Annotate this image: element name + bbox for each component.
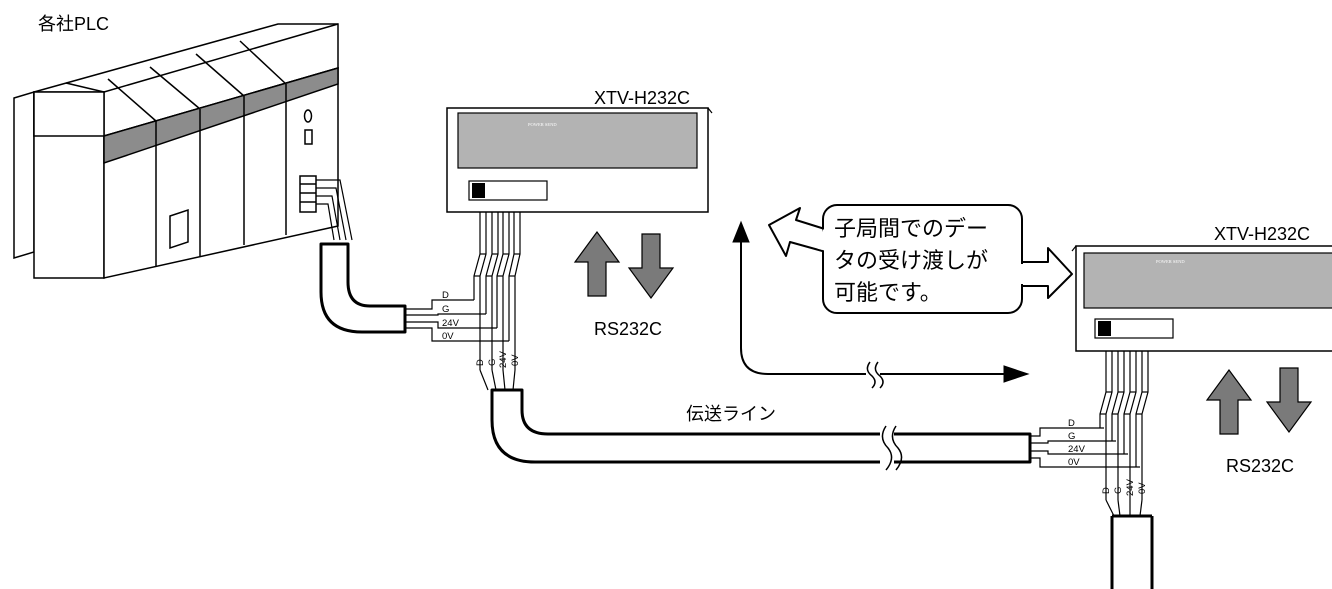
wire-label-g-2: G: [1068, 431, 1075, 442]
rs232c-label-1: RS232C: [594, 319, 662, 339]
plc-rack: [13, 23, 339, 279]
device-2-model: XTV-H232C: [1214, 224, 1310, 244]
v-label-24v-1: 24V: [498, 350, 509, 368]
v-label-d-1: D: [475, 359, 486, 366]
wire-label-d: D: [442, 290, 449, 301]
v-label-24v-2: 24V: [1125, 478, 1136, 496]
slave-data-flow-arrow: [732, 220, 1030, 383]
callout-bubble: [768, 204, 1073, 314]
rs232c-label-2: RS232C: [1226, 456, 1294, 476]
v-label-0v-1: 0V: [510, 354, 521, 366]
device-1: [446, 107, 713, 213]
tl-terminal-wires: [1030, 427, 1140, 468]
callout-line-2: タの受け渡しが: [834, 249, 988, 274]
plc-terminal-wires: [405, 299, 509, 342]
device-1-panel-text: POWER SEND: [528, 122, 557, 127]
device-2-panel-text: POWER SEND: [1156, 259, 1185, 264]
plc-cable: [319, 242, 407, 334]
arrow-down-1: [627, 233, 675, 300]
transmission-break: [880, 425, 903, 471]
transmission-line-label: 伝送ライン: [686, 404, 776, 424]
v-label-g-2: G: [1113, 487, 1124, 494]
device-2-vertical-wire-labels: D G 24V 0V: [1101, 478, 1148, 496]
arrow-down-2: [1265, 367, 1313, 434]
device-1-model: XTV-H232C: [594, 88, 690, 108]
wire-label-d-2: D: [1068, 418, 1075, 429]
v-label-d-2: D: [1101, 487, 1112, 494]
arrow-up-1: [573, 230, 621, 297]
device-2-cable: [1110, 514, 1154, 589]
v-label-0v-2: 0V: [1137, 482, 1148, 494]
device-1-vertical-wire-labels: D G 24V 0V: [475, 350, 521, 368]
device-2-wires: [1099, 351, 1149, 517]
rs232c-arrows-1: [573, 230, 675, 300]
plc-wires: [316, 179, 353, 241]
wire-label-24v: 24V: [442, 318, 460, 329]
device-2: [1071, 245, 1332, 352]
transmission-line-cable: [490, 388, 1032, 464]
arrow-up-2: [1205, 368, 1253, 435]
flow-break: [866, 361, 884, 389]
wire-label-0v: 0V: [442, 331, 454, 342]
rs232c-arrows-2: [1205, 367, 1313, 435]
callout-line-3: 可能です。: [834, 281, 942, 306]
plc-label: 各社PLC: [38, 14, 109, 34]
wire-label-24v-2: 24V: [1068, 444, 1086, 455]
v-label-g-1: G: [487, 359, 498, 366]
callout-line-1: 子局間でのデー: [834, 217, 988, 242]
wire-label-0v-2: 0V: [1068, 457, 1080, 468]
wire-label-g: G: [442, 304, 449, 315]
device-1-wires: [473, 212, 521, 391]
